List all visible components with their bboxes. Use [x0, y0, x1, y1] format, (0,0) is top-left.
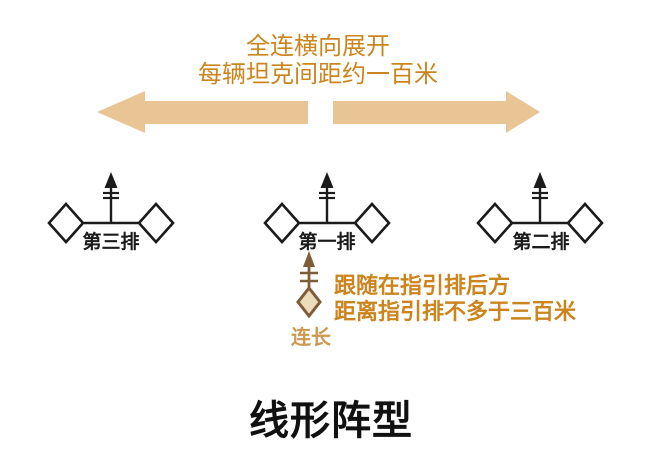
platoon-unit-symbol-second	[476, 172, 604, 244]
double-arrow-right-icon	[333, 91, 540, 133]
top-annotation-line2: 每辆坦克间距约一百米	[198, 60, 438, 88]
diamond-icon	[476, 202, 514, 244]
top-annotation: 全连横向展开 每辆坦克间距约一百米	[88, 32, 548, 88]
commander-label: 连长	[291, 325, 331, 349]
diamond-icon	[137, 202, 175, 244]
diamond-icon	[353, 202, 391, 244]
up-arrow-icon	[104, 172, 118, 188]
page-title: 线形阵型	[249, 398, 413, 444]
up-arrow-icon	[533, 172, 547, 188]
commander-unit-symbol	[296, 251, 322, 319]
diamond-icon	[296, 285, 322, 319]
platoon-unit-symbol-first	[263, 172, 391, 244]
commander-annotation-line2: 距离指引排不多于三百米	[334, 300, 577, 325]
up-arrow-icon	[320, 172, 334, 188]
diamond-icon	[47, 202, 85, 244]
double-arrow-left-icon	[97, 91, 308, 133]
top-annotation-line1: 全连横向展开	[246, 32, 390, 60]
platoon-unit-symbol-third	[47, 172, 175, 244]
diamond-icon	[263, 202, 301, 244]
platoon-label-second: 第二排	[512, 231, 570, 253]
diamond-icon	[566, 202, 604, 244]
up-arrow-icon	[303, 251, 315, 267]
platoon-label-third: 第三排	[82, 231, 140, 253]
platoon-label-first: 第一排	[298, 231, 356, 253]
spread-arrows	[97, 91, 540, 133]
commander-annotation-line1: 跟随在指引排后方	[334, 274, 511, 299]
